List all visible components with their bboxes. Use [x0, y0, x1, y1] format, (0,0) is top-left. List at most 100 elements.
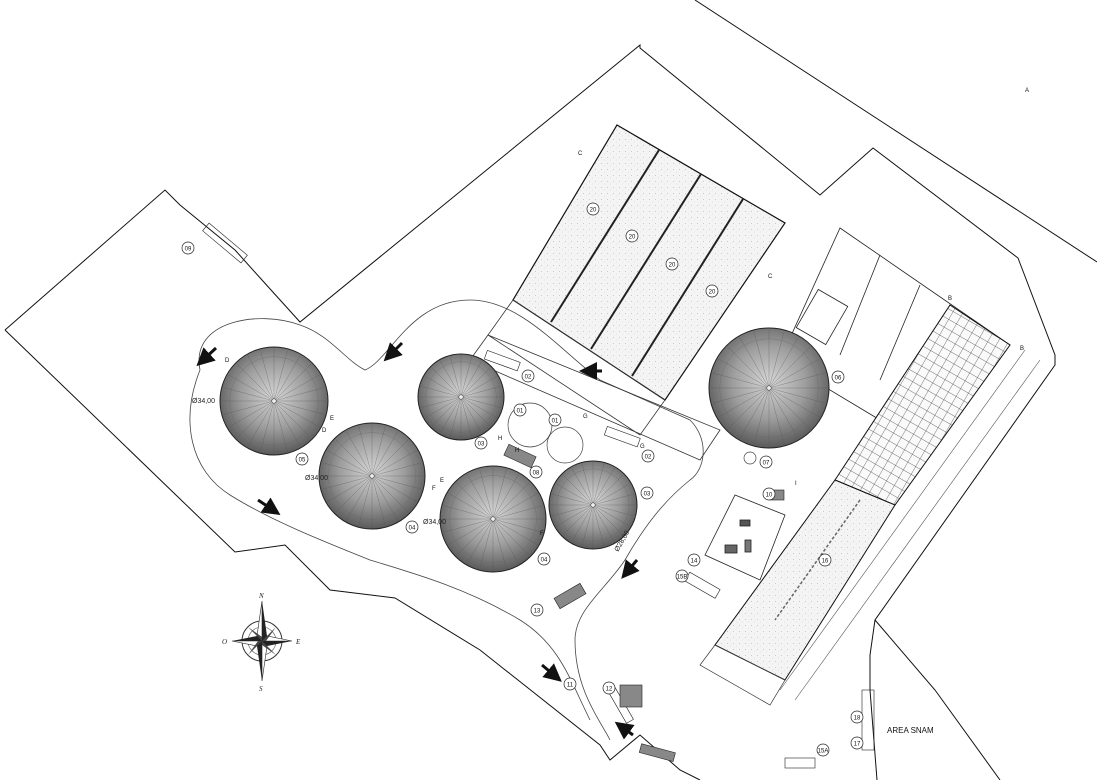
grid-structure	[699, 304, 1041, 706]
section-marker: B	[1020, 346, 1024, 352]
equipment-tag: 15B	[675, 569, 689, 583]
equipment-tag: 20	[625, 229, 639, 243]
equipment-tag-label: 03	[644, 491, 651, 497]
section-marker: D	[225, 358, 230, 364]
equipment-tag-label: 17	[854, 741, 861, 747]
equipment-tag: 17	[850, 736, 864, 750]
equipment-tag: 05	[295, 452, 309, 466]
section-marker: C	[578, 151, 583, 157]
section-marker: C	[768, 274, 773, 280]
compass-west: O	[222, 638, 227, 646]
area-snam-label: AREA SNAM	[887, 726, 934, 735]
equipment-tag: 07	[759, 455, 773, 469]
equipment-tag-label: 11	[567, 682, 574, 688]
equipment-tag: 06	[831, 370, 845, 384]
section-marker: G	[583, 414, 588, 420]
equipment-tag-label: 06	[835, 375, 842, 381]
equipment-tag-label: 02	[525, 374, 532, 380]
tank-dim-label: Ø34,00	[423, 519, 446, 526]
equipment-tag-label: 04	[409, 525, 416, 531]
direction-arrow-icon	[257, 497, 281, 515]
equipment-tag-label: 15B	[677, 574, 688, 580]
equipment-tag: 01	[513, 403, 527, 417]
compass-south: S	[259, 685, 263, 693]
section-markers: C C D D E E F F G G H H I A B B	[225, 88, 1029, 537]
tank-dim-label: Ø34,00	[305, 475, 328, 482]
equipment-tag-label: 20	[669, 262, 676, 268]
equipment-tag: 20	[586, 202, 600, 216]
equipment-tag: 11	[563, 677, 577, 691]
dome-tank	[708, 327, 830, 449]
equipment-tag: 18	[850, 710, 864, 724]
equipment-tag: 16	[818, 553, 832, 567]
direction-arrow-icon	[196, 346, 218, 367]
equipment-tag-label: 15A	[818, 748, 829, 754]
equipment-tag: 08	[529, 465, 543, 479]
equipment-tag-label: 20	[629, 234, 636, 240]
equipment-tag-label: 04	[541, 557, 548, 563]
equipment-tag: 02	[521, 369, 535, 383]
direction-arrow-icon	[621, 559, 640, 579]
storage-shed	[469, 124, 786, 461]
equipment-tag-label: 03	[478, 441, 485, 447]
section-marker: F	[432, 486, 436, 492]
equipment-tag-label: 20	[590, 207, 597, 213]
control-building	[704, 494, 786, 581]
equipment-tag: 12	[602, 681, 616, 695]
equipment-tag: 03	[640, 486, 654, 500]
equipment-tag-label: 07	[763, 460, 770, 466]
compass-north: N	[258, 592, 264, 600]
compass-east: E	[295, 638, 301, 646]
section-marker: G	[640, 444, 645, 450]
equipment-tag-label: 01	[517, 408, 524, 414]
section-marker: I	[795, 481, 797, 487]
equipment-tag: 09	[181, 241, 195, 255]
equipment-tag-label: 12	[606, 686, 613, 692]
equipment-tag-label: 13	[534, 608, 541, 614]
section-marker: E	[330, 416, 334, 422]
tank-dim-label: Ø34,00	[192, 398, 215, 405]
section-marker: F	[540, 531, 544, 537]
section-marker: D	[322, 428, 327, 434]
compass-rose: N S E O	[222, 592, 301, 693]
equipment-tag-label: 05	[299, 457, 306, 463]
section-marker: B	[948, 296, 952, 302]
dome-tank	[417, 353, 505, 441]
equipment-tag: 13	[530, 603, 544, 617]
equipment-tag-label: 16	[822, 558, 829, 564]
small-units	[202, 222, 875, 769]
dome-tank	[439, 465, 547, 573]
section-marker: H	[498, 436, 502, 442]
equipment-tag-label: 10	[766, 492, 773, 498]
equipment-tag-label: 14	[691, 558, 698, 564]
digester-tanks	[219, 327, 830, 573]
equipment-tags: 01 01 02 02 03 03 04 04 05 06 07 08 09 10 11 12 13 14 15A 1…	[181, 202, 864, 757]
dome-tank	[318, 422, 426, 530]
dome-tank	[548, 460, 638, 550]
equipment-tag-label: 18	[854, 715, 861, 721]
equipment-tag: 20	[665, 257, 679, 271]
property-boundary	[4, 0, 1097, 780]
equipment-tag-label: 20	[709, 289, 716, 295]
equipment-tag-label: 09	[185, 246, 192, 252]
equipment-tag: 02	[641, 449, 655, 463]
equipment-tag: 14	[687, 553, 701, 567]
section-marker: A	[1025, 88, 1029, 94]
section-marker: H	[515, 448, 519, 454]
section-marker: E	[440, 478, 444, 484]
equipment-tag: 20	[705, 284, 719, 298]
traffic-arrows	[196, 341, 640, 740]
direction-arrow-icon	[614, 721, 635, 740]
equipment-tag: 15A	[816, 743, 830, 757]
equipment-tag: 04	[405, 520, 419, 534]
direction-arrow-icon	[383, 341, 404, 362]
compass-icon	[231, 600, 293, 682]
equipment-tag: 04	[537, 552, 551, 566]
equipment-tag-label: 01	[552, 418, 559, 424]
equipment-tag-label: 08	[533, 470, 540, 476]
equipment-tag: 10	[762, 487, 776, 501]
dome-tank	[219, 346, 329, 456]
equipment-tag: 03	[474, 436, 488, 450]
equipment-tag: 01	[548, 413, 562, 427]
